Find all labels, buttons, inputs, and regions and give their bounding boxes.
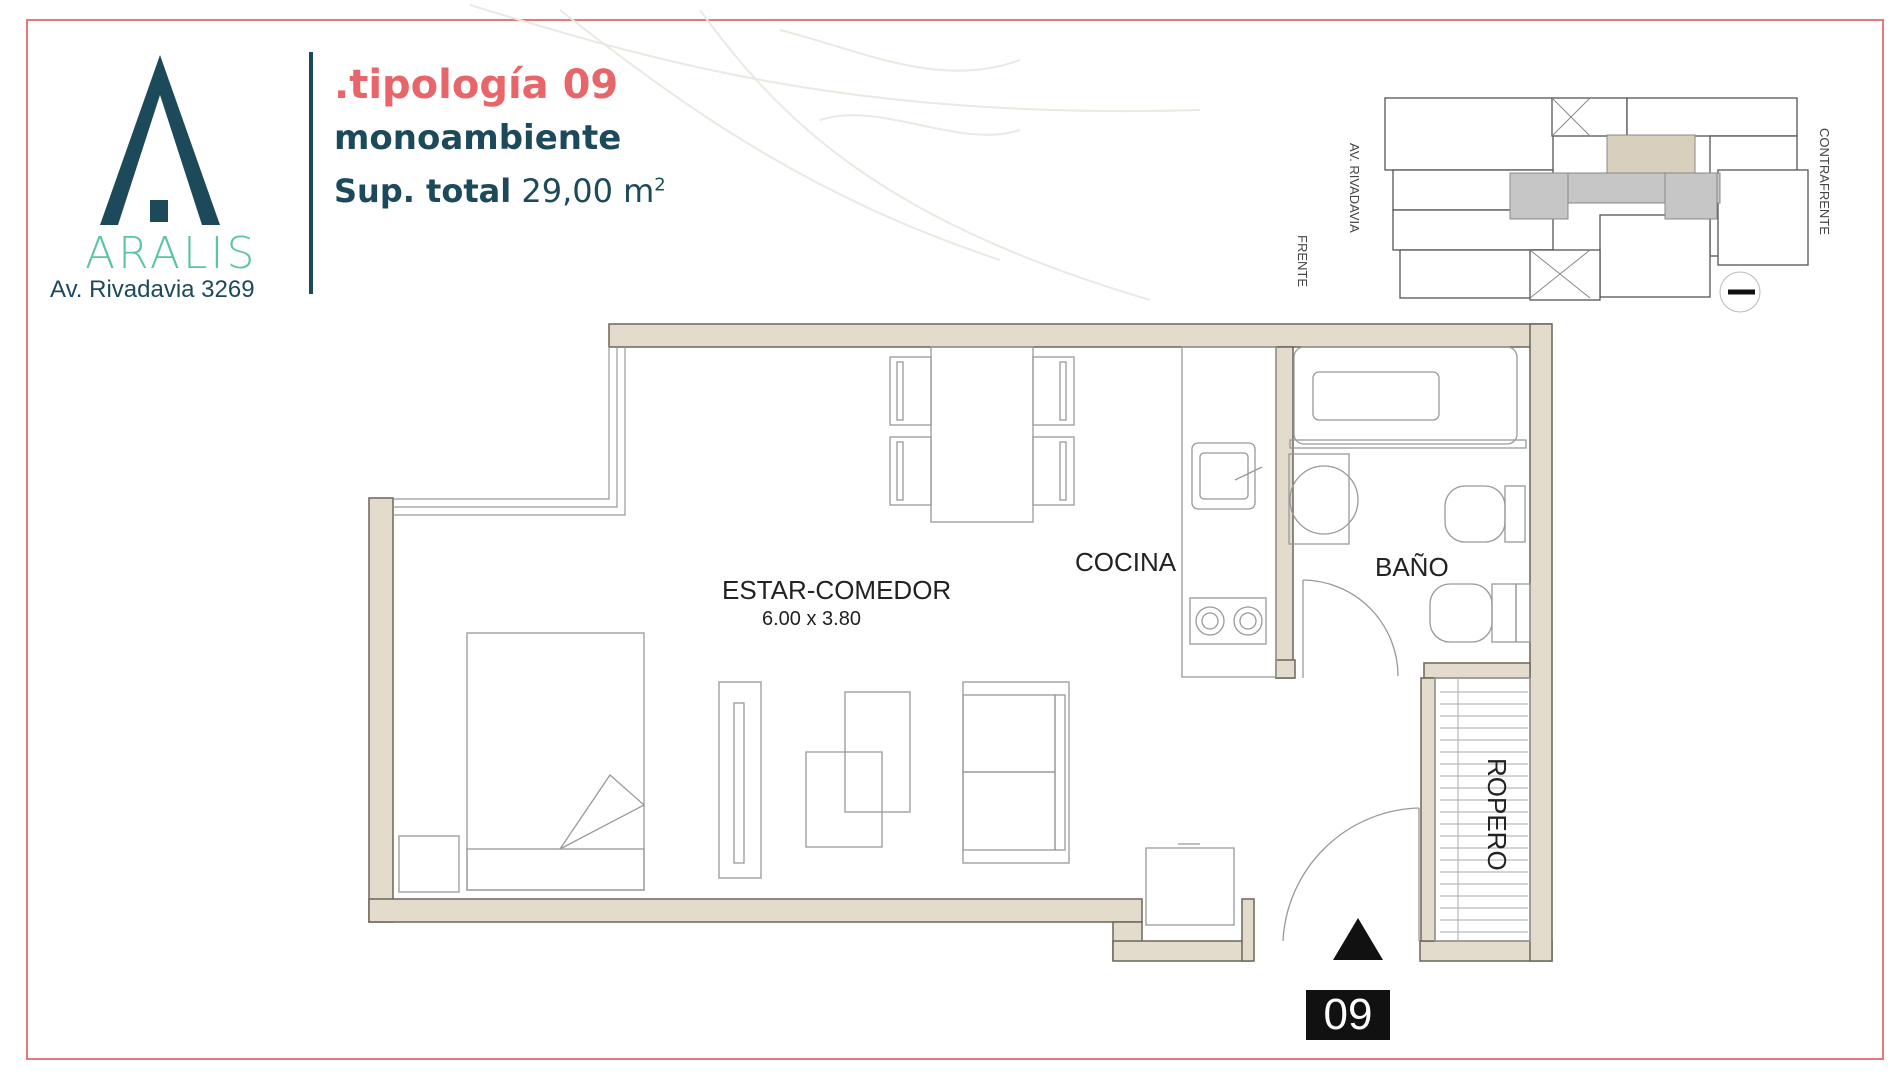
- unit-number-badge: 09: [1306, 990, 1390, 1040]
- brand-address: Av. Rivadavia 3269: [50, 276, 255, 303]
- aralis-logo-icon: [100, 55, 220, 225]
- brand-name: ARALIS: [85, 228, 258, 279]
- surface-value: 29,00 m: [521, 172, 655, 210]
- room-label-living: ESTAR-COMEDOR: [722, 575, 952, 605]
- header-divider: [309, 52, 313, 294]
- room-label-bath: BAÑO: [1375, 552, 1449, 582]
- entrance-arrow-icon: [1333, 918, 1383, 960]
- typology-title: .tipología 09: [334, 62, 619, 108]
- surface-label: Sup. total: [334, 172, 512, 210]
- room-label-closet: ROPERO: [1482, 758, 1512, 871]
- surface-exponent: 2: [654, 174, 666, 196]
- surface-total: Sup. total 29,00 m2: [334, 172, 666, 210]
- unit-kind: monoambiente: [334, 118, 622, 158]
- page-frame: [26, 19, 1884, 1060]
- room-dimensions-living: 6.00 x 3.80: [762, 608, 861, 630]
- room-label-kitchen: COCINA: [1075, 547, 1177, 577]
